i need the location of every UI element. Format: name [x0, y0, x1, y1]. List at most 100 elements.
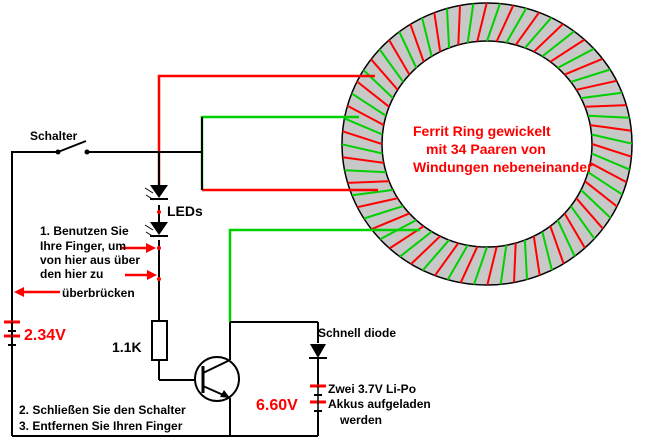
winding-line: [476, 2, 488, 42]
winding-line: [370, 58, 399, 91]
step-3-label: 3. Entfernen Sie Ihren Finger: [19, 419, 183, 433]
winding-line: [591, 133, 633, 145]
winding-line: [590, 124, 632, 132]
winding-line: [499, 245, 508, 285]
winding-line: [344, 169, 387, 174]
winding-line: [584, 104, 627, 108]
winding-line: [532, 236, 541, 276]
winding-line: [347, 180, 390, 184]
node-dot: [157, 210, 161, 214]
winding-line: [495, 4, 515, 42]
winding-line: [421, 239, 450, 272]
instruction-1-line-4: den hier zu: [40, 267, 103, 281]
winding-line: [513, 243, 517, 283]
winding-line: [356, 80, 390, 108]
winding-line: [563, 212, 586, 249]
ring-label-line-1: Ferrit Ring gewickelt: [413, 123, 551, 139]
winding-line: [371, 212, 410, 231]
diode-symbol: [309, 344, 327, 359]
winding-line: [549, 38, 585, 63]
led-upper: [144, 185, 168, 201]
winding-line: [591, 152, 630, 171]
winding-line: [457, 5, 461, 45]
winding-line: [591, 143, 632, 158]
red-wire-top: [157, 74, 375, 185]
winding-line: [378, 48, 405, 83]
winding-line: [459, 246, 479, 284]
leds-label: LEDs: [167, 203, 203, 219]
bridge-arrows: [14, 243, 157, 297]
winding-line: [446, 8, 451, 49]
winding-line: [433, 12, 442, 52]
ring-label-line-3: Windungen nebeneinander: [413, 159, 593, 175]
battery-desc-line-3: werden: [339, 413, 382, 427]
battery-large-voltage: 6.60V: [256, 397, 298, 414]
ferrite-ring: [341, 2, 633, 286]
winding-line: [399, 230, 433, 258]
battery-small-voltage: 2.34V: [24, 327, 66, 344]
winding-line: [556, 219, 576, 257]
winding-line: [584, 180, 618, 208]
led-lower: [144, 222, 168, 238]
winding-line: [398, 31, 418, 69]
winding-line: [409, 23, 425, 63]
winding-line: [486, 3, 501, 42]
battery-desc-line-1: Zwei 3.7V Li-Po: [328, 382, 416, 396]
winding-line: [342, 130, 383, 145]
instruction-1-line-2: Ihre Finger, um: [40, 239, 126, 253]
winding-line: [580, 189, 612, 219]
winding-line: [410, 235, 441, 265]
switch-symbol: [55, 140, 90, 155]
ring-label-line-2: mit 34 Paaren von: [426, 141, 546, 157]
winding-line: [505, 7, 528, 44]
instruction-1-line-5: überbrücken: [62, 286, 135, 300]
battery-small-symbol: [4, 320, 20, 346]
winding-line: [342, 156, 384, 164]
winding-line: [351, 188, 394, 197]
winding-line: [341, 143, 383, 155]
diode-label: Schnell diode: [318, 326, 396, 340]
winding-line: [570, 68, 611, 83]
resistor-label: 1.1K: [112, 339, 142, 355]
winding-line: [587, 114, 630, 119]
step-2-label: 2. Schließen Sie den Schalter: [19, 403, 186, 417]
green-wire-mid: [200, 115, 359, 190]
winding-line: [344, 117, 383, 136]
battery-large-symbol: [310, 384, 326, 412]
winding-line: [434, 242, 460, 277]
winding-line: [533, 23, 564, 53]
winding-line: [541, 30, 575, 58]
switch-label: Schalter: [30, 129, 78, 143]
bridge-point-bottom: [157, 277, 161, 281]
transistor-symbol: [194, 356, 240, 402]
winding-line: [523, 239, 528, 280]
winding-line: [421, 17, 433, 57]
battery-desc-line-2: Akkus aufgeladen: [328, 397, 431, 411]
winding-line: [549, 225, 565, 265]
winding-line: [569, 205, 596, 240]
instruction-1-line-1: 1. Benutzen Sie: [40, 224, 129, 238]
winding-line: [564, 57, 603, 76]
main-wiring: [11, 117, 319, 437]
winding-line: [357, 197, 398, 209]
resistor-symbol: [151, 320, 168, 361]
winding-line: [576, 79, 617, 91]
winding-line: [363, 205, 404, 220]
winding-line: [524, 16, 553, 49]
winding-line: [486, 246, 498, 286]
winding-line: [557, 47, 595, 69]
winding-line: [541, 231, 553, 271]
instruction-1-line-3: von hier aus über: [40, 253, 140, 267]
ring-windings: [341, 2, 633, 286]
winding-line: [589, 162, 628, 184]
winding-line: [514, 11, 540, 46]
winding-line: [466, 3, 475, 43]
winding-line: [473, 246, 488, 285]
winding-line: [388, 39, 411, 76]
winding-line: [346, 104, 385, 126]
winding-line: [446, 244, 469, 281]
winding-line: [580, 91, 623, 100]
winding-line: [587, 171, 623, 196]
